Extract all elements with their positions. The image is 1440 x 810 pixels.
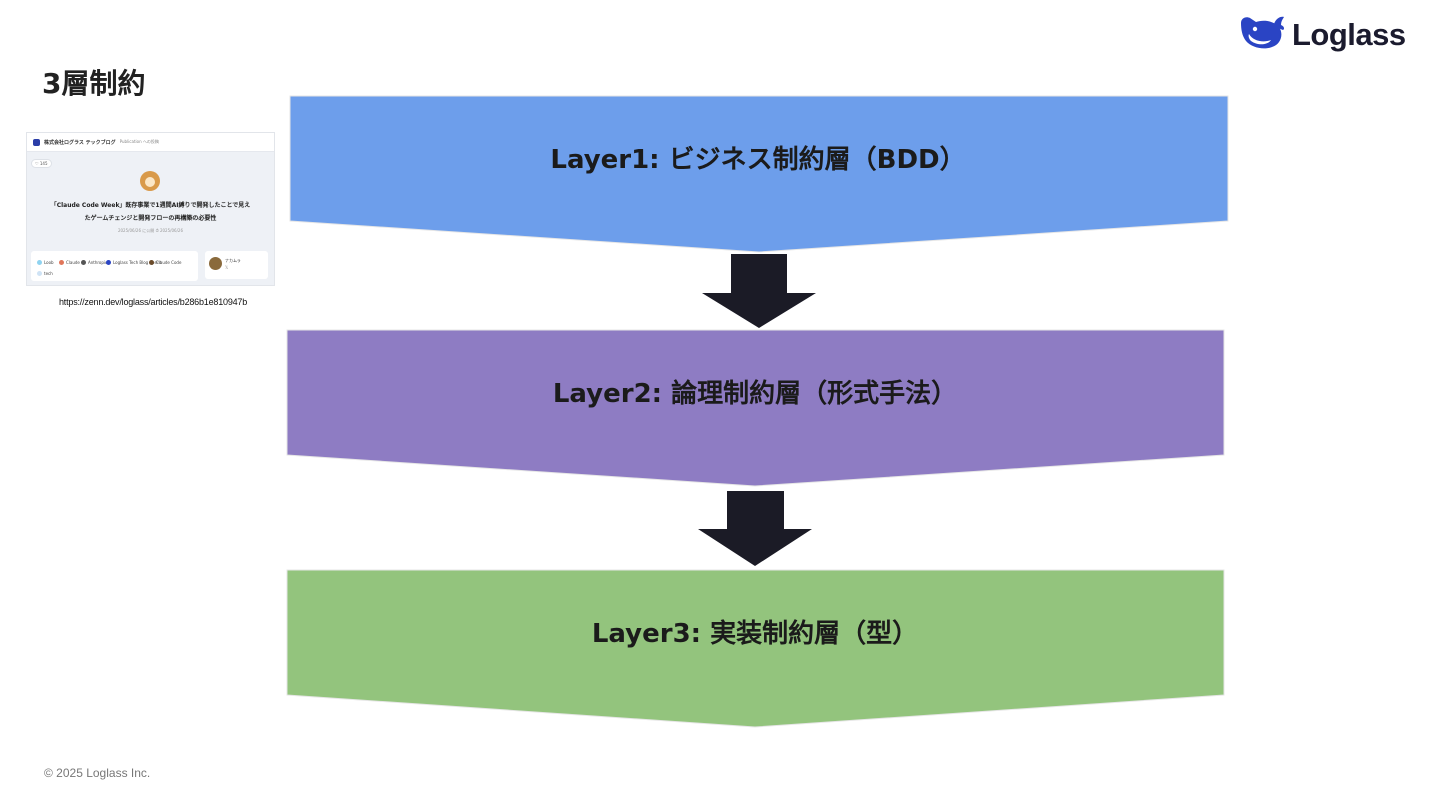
tag: Anthropic	[81, 260, 107, 265]
down-arrow-icon	[698, 491, 812, 566]
blog-logo-icon	[33, 138, 40, 146]
layer3-label: Layer3: 実装制約層（型）	[592, 618, 918, 649]
tag: Claude Code	[149, 260, 181, 265]
tag: Loglass Tech Blog Sprint	[106, 260, 161, 265]
whale-icon	[1238, 14, 1286, 56]
logo-wordmark: Loglass	[1292, 17, 1406, 52]
article-url[interactable]: https://zenn.dev/loglass/articles/b286b1…	[59, 297, 248, 307]
slide-title: 3層制約	[42, 67, 146, 100]
tag: Claude	[59, 260, 80, 265]
layer2-chevron	[286, 329, 1225, 487]
like-count: ♡ 145	[31, 159, 52, 168]
thumbnail-author: ナカムラ 𝕏	[205, 251, 268, 279]
thumbnail-badge: Publication への投稿	[119, 139, 159, 144]
x-icon: 𝕏	[225, 265, 229, 270]
thumbnail-date: 2025/06/26 に公開 ⏱ 2025/06/26	[117, 228, 184, 233]
tag: Loob	[37, 260, 54, 265]
layer2-label: Layer2: 論理制約層（形式手法）	[553, 378, 957, 409]
thumbnail-brand: 株式会社ログラス テックブログ	[44, 139, 116, 146]
thumbnail-tags: Loob Claude Anthropic Loglass Tech Blog …	[31, 251, 198, 281]
article-thumbnail[interactable]: 株式会社ログラス テックブログ Publication への投稿 ♡ 145 「…	[26, 132, 275, 286]
thumbnail-title-line2: たゲームチェンジと開発フローの再構築の必要性	[84, 215, 217, 222]
down-arrow-icon	[702, 254, 816, 328]
layer1-label: Layer1: ビジネス制約層（BDD）	[550, 144, 965, 175]
dog-emoji-icon	[140, 171, 160, 191]
avatar	[209, 257, 222, 270]
copyright-footer: © 2025 Loglass Inc.	[44, 766, 151, 780]
author-name: ナカムラ	[225, 258, 241, 263]
thumbnail-title-line1: 「Claude Code Week」既存事業で1週間AI縛りで開発したことで見え	[50, 202, 251, 209]
layer1-chevron	[289, 95, 1229, 253]
layer3-chevron	[286, 569, 1225, 728]
thumbnail-header: 株式会社ログラス テックブログ Publication への投稿	[27, 133, 274, 152]
tag: tech	[37, 271, 53, 276]
brand-logo: Loglass	[1238, 14, 1406, 56]
